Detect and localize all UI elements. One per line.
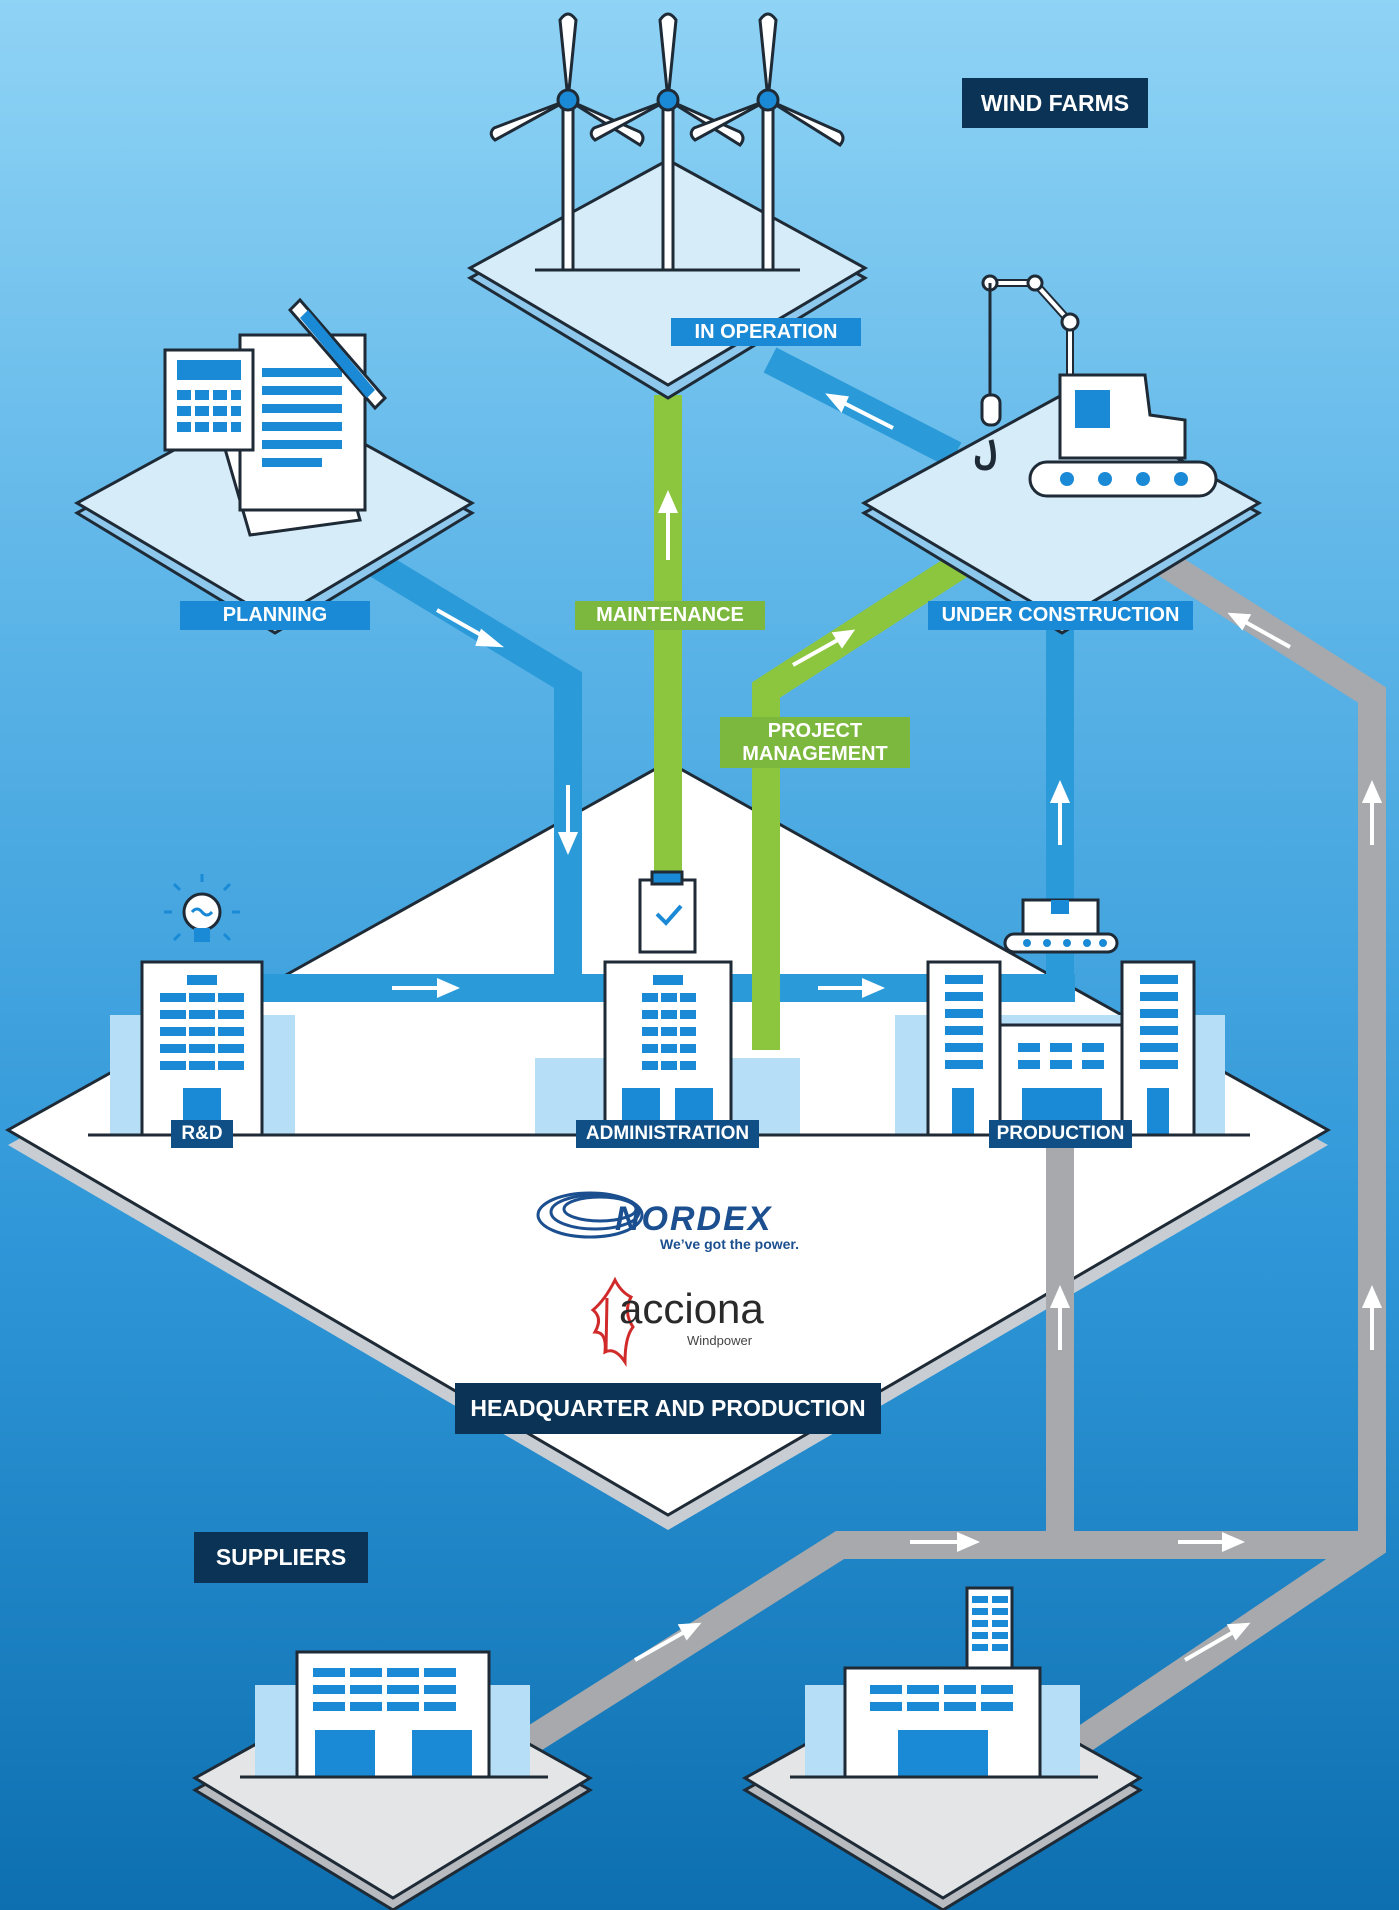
project-management-label: PROJECT MANAGEMENT — [720, 717, 910, 768]
wind-turbine-icons — [489, 12, 845, 272]
crane-icon — [974, 274, 1218, 498]
supplier-building-2 — [790, 1586, 1098, 1779]
green-paths — [654, 395, 968, 1050]
hq-title: HEADQUARTER AND PRODUCTION — [455, 1383, 881, 1434]
acciona-name: acciona — [619, 1285, 764, 1332]
production-label: PRODUCTION — [989, 1120, 1132, 1148]
rd-label: R&D — [171, 1120, 233, 1148]
rd-building — [110, 960, 295, 1137]
wind-farms-title: WIND FARMS — [962, 78, 1148, 128]
administration-label: ADMINISTRATION — [576, 1120, 759, 1148]
nordex-tagline: We’ve got the power. — [660, 1236, 799, 1252]
nordex-name: NORDEX — [615, 1200, 773, 1238]
planning-documents-icon — [163, 297, 388, 537]
under-construction-label: UNDER CONSTRUCTION — [928, 601, 1193, 630]
nordex-logo: NORDEX We’ve got the power. — [535, 1182, 815, 1252]
acciona-leaf-icon — [590, 1276, 635, 1367]
nordex-swoosh-icon — [536, 1191, 644, 1239]
lightbulb-icon — [164, 874, 240, 942]
suppliers-title: SUPPLIERS — [194, 1532, 368, 1583]
flow-arrows — [392, 393, 1383, 1662]
planning-label: PLANNING — [180, 601, 370, 630]
in-operation-label: IN OPERATION — [671, 318, 861, 346]
acciona-logo: acciona Windpower — [575, 1275, 775, 1355]
supplier-building-1 — [240, 1650, 548, 1779]
acciona-sub: Windpower — [687, 1333, 753, 1348]
maintenance-label: MAINTENANCE — [575, 601, 765, 630]
